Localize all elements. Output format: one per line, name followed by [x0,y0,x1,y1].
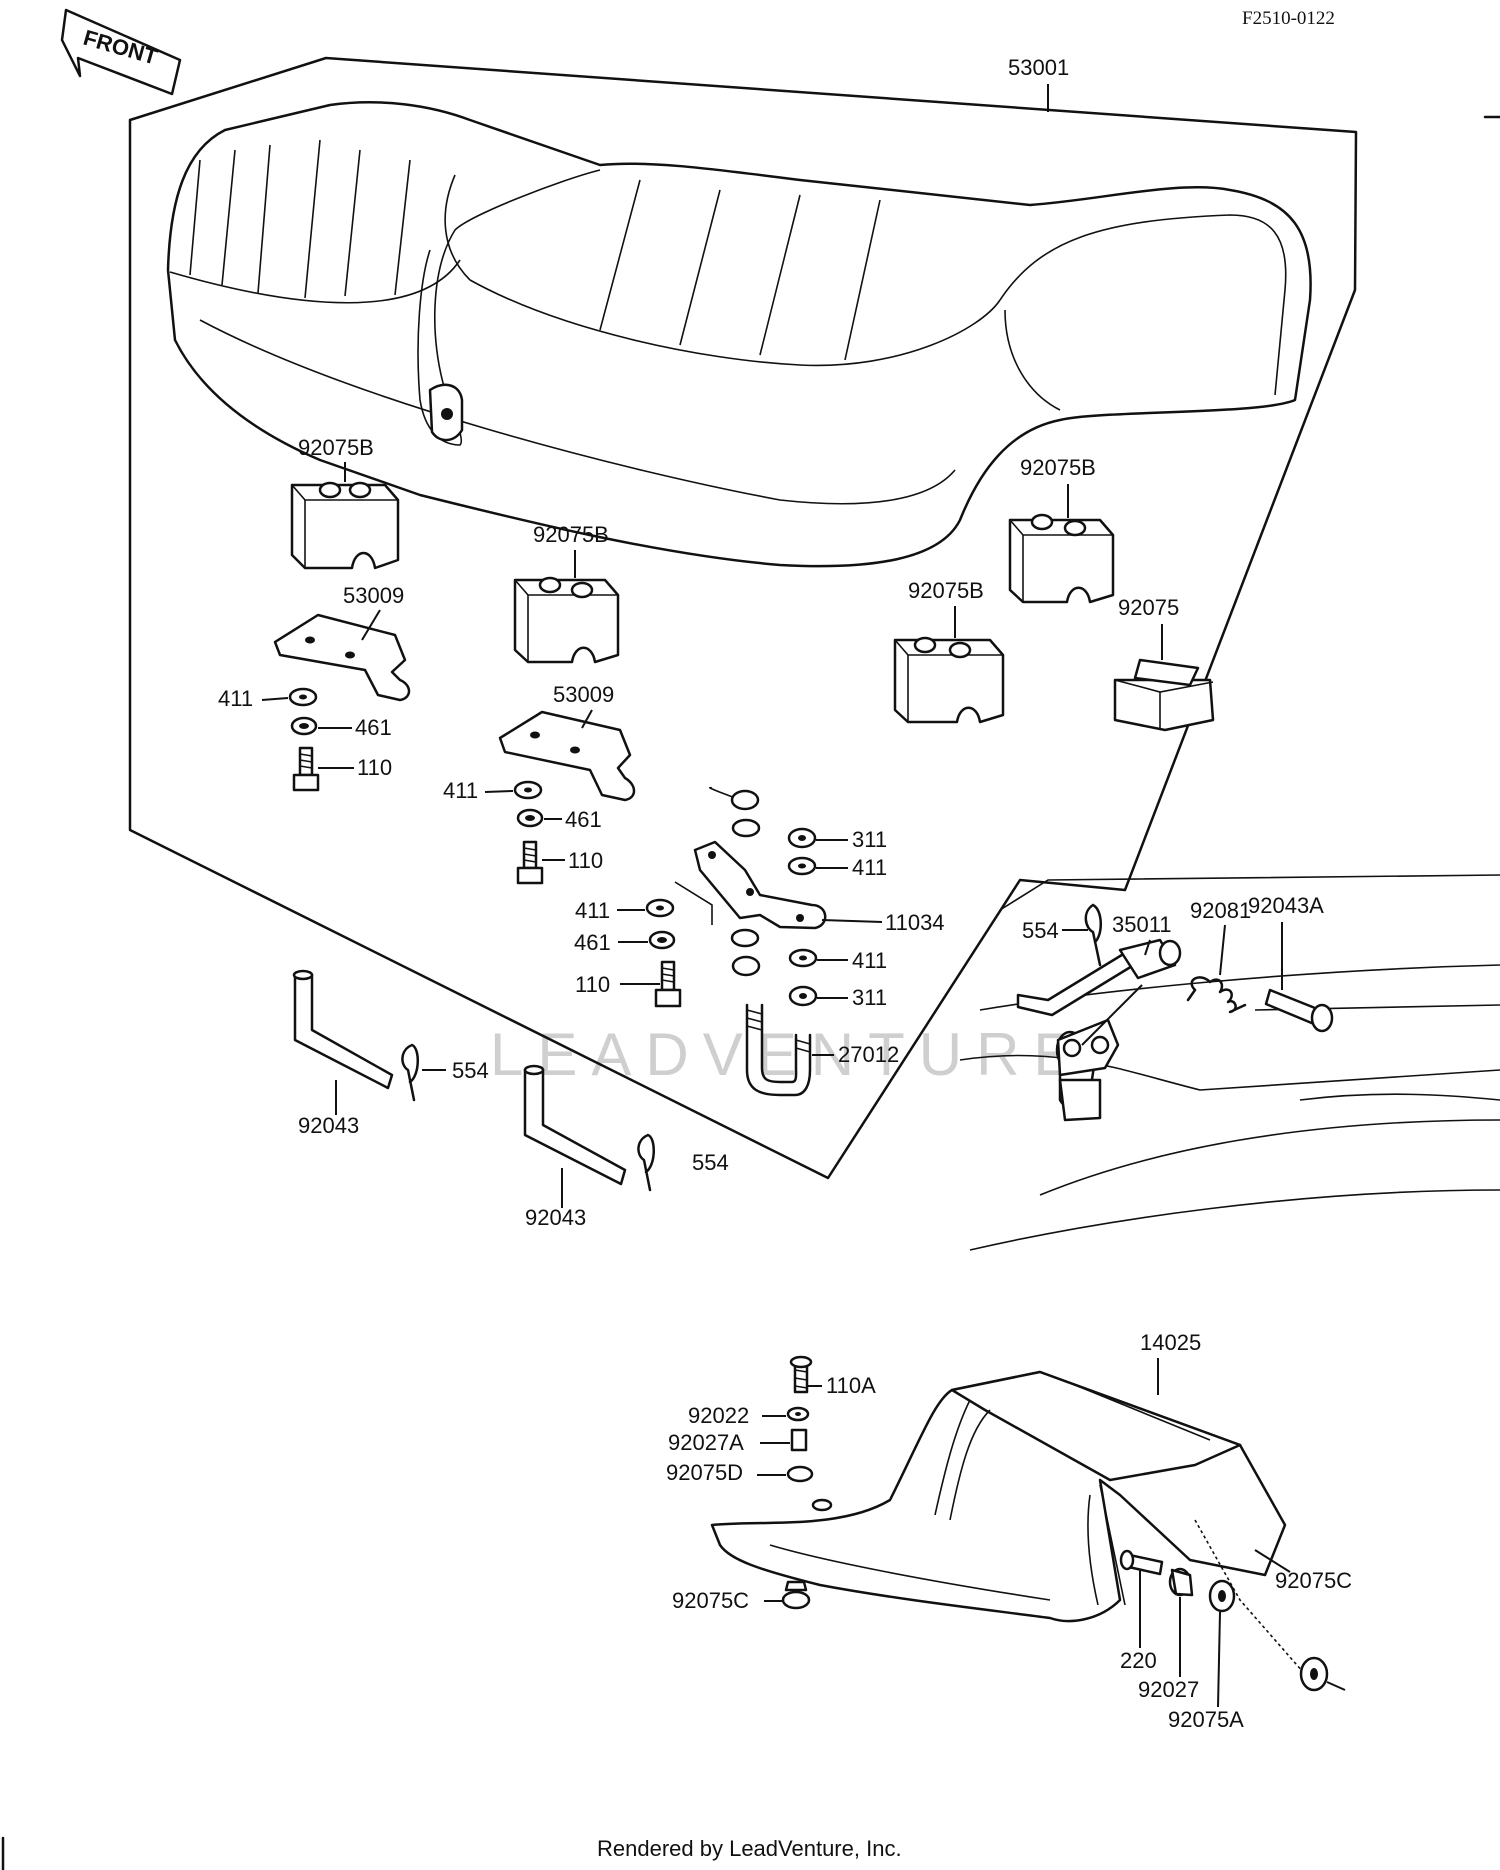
bolt-110-a [292,746,320,792]
label-washer-411-e: 411 [852,948,887,973]
stay-11034 [693,840,827,930]
washer-lower-center [730,928,760,948]
nut-lower-center [731,955,761,977]
bracket-left [273,613,411,702]
footer-credit: Rendered by LeadVenture, Inc. [597,1836,902,1861]
label-collar-92027a: 92027A [668,1430,744,1455]
label-damper-92075d: 92075D [666,1460,743,1485]
label-ubolt-27012: 27012 [838,1042,899,1067]
label-washer-461-b: 461 [565,807,602,832]
label-damper-d: 92075B [908,578,984,603]
damper-92075c-right [1299,1656,1346,1692]
label-damper-92075c-left: 92075C [672,1588,749,1613]
label-pin-92043a: 92043A [1248,893,1324,918]
damper-block-b [513,576,620,664]
bolt-110-b [516,840,544,885]
damper-92075a [1208,1579,1236,1613]
assembly-frame [128,56,1358,1180]
label-collar-92027: 92027 [1138,1677,1199,1702]
label-clip-554-c: 554 [1022,918,1059,943]
label-clip-554-b: 554 [692,1150,729,1175]
watermark: LEADVENTURE [490,1021,1087,1088]
label-pin-92043-b: 92043 [525,1205,586,1230]
spring-92081 [1186,976,1247,1014]
cover-14025-drawing [710,1370,1287,1623]
label-damper-e: 92075 [1118,595,1179,620]
pin-35011 [1016,938,1182,1017]
frame-hinge-drawing [959,874,1500,1251]
label-nut-311-b: 311 [852,985,887,1010]
clip-554-left [401,1043,419,1102]
label-nut-311-a: 311 [852,827,887,852]
clip-554-right [1084,903,1102,967]
label-washer-461-a: 461 [355,715,392,740]
label-washer-411-b: 411 [443,778,478,803]
damper-92075d [786,1465,814,1483]
bolt-220 [1119,1549,1164,1576]
label-damper-b: 92075B [533,522,609,547]
damper-block-c [1008,513,1115,604]
label-pin-35011: 35011 [1112,912,1172,937]
label-clip-554-a: 554 [452,1058,489,1083]
label-bolt-110-a: 110 [357,755,392,780]
bracket-center [498,710,636,802]
u-bolt-27012 [745,1003,812,1097]
label-bracket-a: 53009 [343,583,404,608]
label-bracket-b: 53009 [553,682,614,707]
label-washer-92022: 92022 [688,1403,749,1428]
label-washer-411-c: 411 [852,855,887,880]
label-spring-92081: 92081 [1190,898,1251,923]
label-bolt-110-c: 110 [575,972,610,997]
label-damper-c: 92075B [1020,455,1096,480]
label-stay-11034: 11034 [885,910,945,935]
label-bolt-110a: 110A [826,1373,876,1398]
label-washer-411-d: 411 [575,898,610,923]
collar-92027 [1168,1567,1194,1597]
label-cover-14025: 14025 [1140,1330,1201,1355]
label-washer-411-a: 411 [218,686,253,711]
damper-block-a [290,481,400,570]
label-damper-92075a: 92075A [1168,1707,1244,1732]
clip-554-center [637,1133,655,1192]
nut-upper-center [730,789,760,811]
label-bolt-110-b: 110 [568,848,603,873]
bolt-110-c [654,960,682,1008]
label-damper-92075c-right: 92075C [1275,1568,1352,1593]
damper-block-d [893,636,1005,724]
pin-92043a [1264,988,1334,1033]
diagram-code: F2510-0122 [1242,8,1335,29]
bolt-110a [789,1355,813,1394]
washer-upper-center [731,818,761,838]
label-damper-a: 92075B [298,435,374,460]
label-bolt-220: 220 [1120,1648,1157,1673]
damper-block-e [1113,658,1215,732]
label-seat: 53001 [1008,55,1069,80]
label-pin-92043-a: 92043 [298,1113,359,1138]
front-arrow-icon: FRONT [60,8,182,96]
seat-drawing [166,101,1312,568]
pin-92043-left [292,969,394,1090]
label-washer-461-c: 461 [574,930,611,955]
damper-92075c-left [781,1580,811,1610]
pin-92043-center [523,1064,627,1186]
collar-92027a [790,1428,808,1452]
